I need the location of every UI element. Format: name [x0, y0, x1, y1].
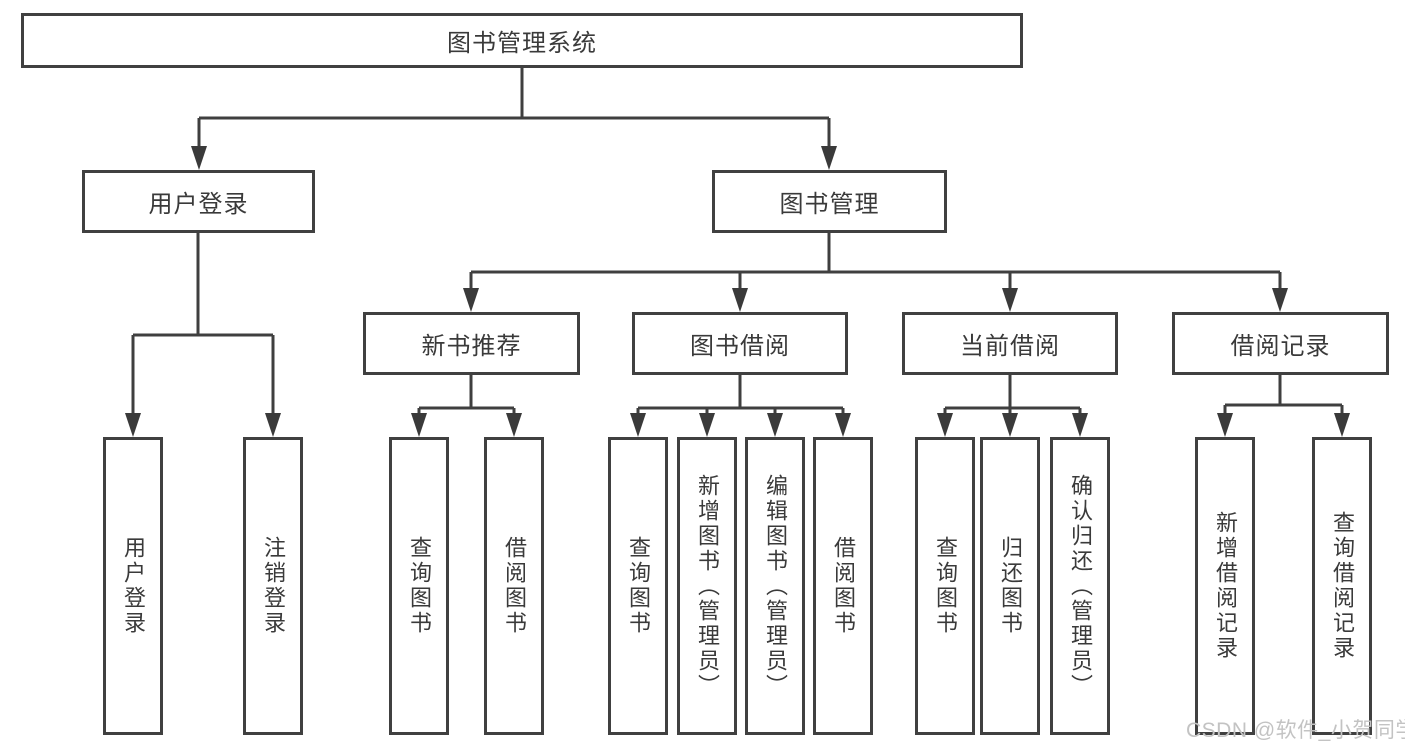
leaf-label: 查询图书 [407, 536, 432, 636]
leaf-borrow-borrow-books: 借阅图书 [813, 437, 873, 735]
node-book-borrowing: 图书借阅 [632, 312, 848, 375]
leaf-rec-query-books: 查询图书 [389, 437, 449, 735]
leaf-label: 借阅图书 [502, 536, 527, 636]
node-new-book-recommendation: 新书推荐 [363, 312, 580, 375]
leaf-user-login: 用户登录 [103, 437, 163, 735]
leaf-record-add-borrow-record: 新增借阅记录 [1195, 437, 1255, 735]
leaf-current-confirm-return-admin: 确认归还（管理员） [1050, 437, 1110, 735]
connector-book-mgmt-to-level3 [463, 233, 1288, 312]
arrowhead [835, 413, 851, 437]
line [636, 375, 845, 423]
arrowhead [191, 146, 207, 170]
leaf-label: 新增借阅记录 [1213, 511, 1238, 661]
leaf-borrow-query-books: 查询图书 [608, 437, 668, 735]
leaf-label: 查询图书 [933, 536, 958, 636]
connector-book-borrow-to-leaves [630, 375, 851, 437]
arrowhead [1002, 413, 1018, 437]
node-borrowing-records: 借阅记录 [1172, 312, 1389, 375]
leaf-record-query-borrow-record: 查询借阅记录 [1312, 437, 1372, 735]
arrowhead [767, 413, 783, 437]
connector-root-to-level2 [191, 68, 837, 170]
arrowhead [630, 413, 646, 437]
leaf-logout: 注销登录 [243, 437, 303, 735]
arrowhead [265, 413, 281, 437]
node-current-borrowing: 当前借阅 [902, 312, 1118, 375]
leaf-label: 新增图书（管理员） [695, 473, 720, 699]
leaf-label: 查询图书 [626, 536, 651, 636]
leaf-rec-borrow-books: 借阅图书 [484, 437, 544, 735]
arrowhead [1334, 413, 1350, 437]
arrowhead [125, 413, 141, 437]
csdn-watermark: CSDN @软件_小贺同学 [1186, 719, 1405, 742]
leaf-label: 查询借阅记录 [1330, 511, 1355, 661]
arrowhead [506, 413, 522, 437]
connector-current-borrow-to-leaves [937, 375, 1088, 437]
line [197, 68, 831, 156]
leaf-label: 确认归还（管理员） [1068, 473, 1093, 699]
leaf-label: 归还图书 [998, 536, 1023, 636]
leaf-current-return-books: 归还图书 [980, 437, 1040, 735]
line [131, 233, 275, 423]
line [943, 375, 1082, 423]
node-user-login: 用户登录 [82, 170, 315, 233]
connector-new-book-rec-to-leaves [411, 375, 522, 437]
arrowhead [1272, 288, 1288, 312]
leaf-label: 注销登录 [261, 536, 286, 636]
line [469, 233, 1282, 298]
line [1223, 375, 1344, 423]
arrowhead [1002, 288, 1018, 312]
leaf-label: 借阅图书 [831, 536, 856, 636]
arrowhead [732, 288, 748, 312]
arrowhead [937, 413, 953, 437]
arrowhead [463, 288, 479, 312]
connector-borrow-record-to-leaves [1217, 375, 1350, 437]
leaf-borrow-add-books-admin: 新增图书（管理员） [677, 437, 737, 735]
connector-user-login-to-leaves [125, 233, 281, 437]
node-library-management-system: 图书管理系统 [21, 13, 1023, 68]
arrowhead [411, 413, 427, 437]
leaf-label: 编辑图书（管理员） [763, 473, 788, 699]
leaf-borrow-edit-books-admin: 编辑图书（管理员） [745, 437, 805, 735]
arrowhead [1072, 413, 1088, 437]
arrowhead [699, 413, 715, 437]
leaf-current-query-books: 查询图书 [915, 437, 975, 735]
arrowhead [821, 146, 837, 170]
line [417, 375, 516, 423]
node-book-management: 图书管理 [712, 170, 947, 233]
leaf-label: 用户登录 [121, 536, 146, 636]
arrowhead [1217, 413, 1233, 437]
